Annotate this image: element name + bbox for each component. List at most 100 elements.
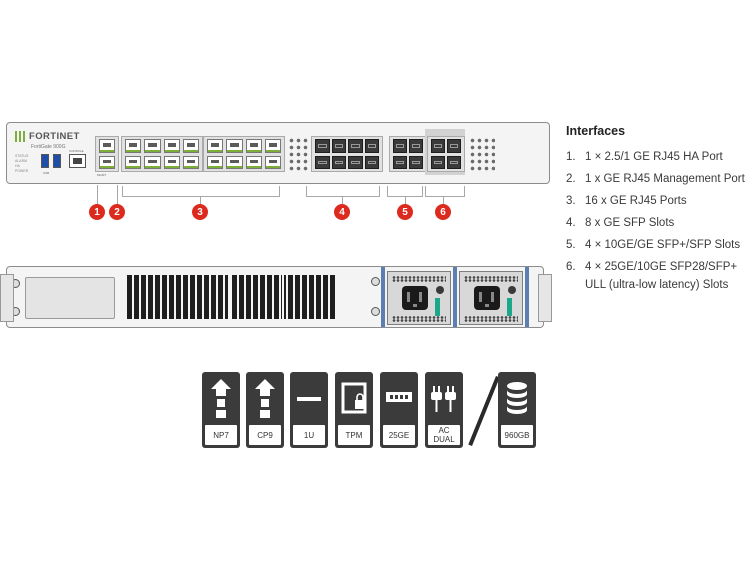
item-number: 4. (566, 217, 576, 229)
interfaces-title: Interfaces (566, 124, 626, 138)
psu-vent (464, 316, 518, 322)
power-supply-1 (387, 271, 451, 325)
callout-bracket (425, 186, 465, 197)
spec-label: 960GB (501, 425, 533, 445)
callout-1: 1 (89, 204, 105, 220)
status-leds: STATUS ALARM HA POWER (15, 154, 28, 174)
sfp-slot (315, 139, 330, 153)
spec-label: CP9 (249, 425, 281, 445)
spec-label: 25GE (383, 425, 415, 445)
spec-label: TPM (338, 425, 370, 445)
mgmt-port (99, 155, 115, 169)
item-number: 3. (566, 195, 576, 207)
interface-item: 5.4 × 10GE/GE SFP+/SFP Slots (566, 236, 751, 254)
25ge-sfp28-slots (427, 136, 465, 172)
led-label: HA (15, 164, 20, 168)
psu-frame (381, 267, 385, 327)
spec-25ge: 25GE (380, 372, 418, 448)
spec-cp9: CP9 (246, 372, 284, 448)
ha-mgmt-ports (95, 136, 119, 172)
cp-chip-icon (255, 379, 275, 418)
spec-960gb: 960GB (498, 372, 536, 448)
rj45-port (163, 139, 180, 153)
ac-inlet-icon (402, 286, 428, 310)
ac-inlet-icon (474, 286, 500, 310)
mgmt-label: MGMT (97, 173, 107, 177)
usb-label: USB (43, 171, 50, 175)
grill-divider (282, 275, 284, 319)
console-label: CONSOLE (69, 149, 84, 153)
grill-divider (228, 275, 230, 319)
sfp28-slot (447, 155, 461, 169)
rj45-port (226, 155, 243, 169)
sfp28-slot (431, 155, 445, 169)
rj45-port (182, 155, 199, 169)
callout-2: 2 (109, 204, 125, 220)
rj45-port (264, 155, 281, 169)
interface-item: 3.16 x GE RJ45 Ports (566, 192, 751, 210)
callout-5: 5 (397, 204, 413, 220)
interfaces-list: Interfaces 1.1 × 2.5/1 GE RJ45 HA Port 2… (566, 124, 751, 298)
sfp-plus-slot (393, 155, 407, 169)
callout-leader (117, 185, 118, 204)
interface-item: 4. 8 x GE SFP Slots (566, 214, 751, 232)
rack-ear (0, 274, 14, 322)
sfp-plus-slot (409, 139, 423, 153)
rj45-port (125, 155, 142, 169)
callout-leader (97, 185, 98, 204)
front-panel: FORTINET FortiGate 900G STATUS ALARM HA … (6, 122, 550, 184)
np-chip-icon (211, 379, 231, 418)
storage-disk-icon (507, 382, 527, 414)
rj45-port (125, 139, 142, 153)
callout-4: 4 (334, 204, 350, 220)
interface-item: 1.1 × 2.5/1 GE RJ45 HA Port (566, 148, 751, 166)
rj45-port (144, 139, 161, 153)
item-number: 6. (566, 261, 576, 273)
transceiver-icon (386, 392, 412, 402)
sfp-slot (348, 139, 363, 153)
sfp-slot (348, 155, 363, 169)
callout-bracket (122, 186, 280, 197)
rack-ear (538, 274, 552, 322)
brand-name: FORTINET (29, 131, 80, 142)
item-text: 1 × 2.5/1 GE RJ45 HA Port (585, 151, 723, 163)
fortinet-logo: FORTINET (15, 131, 80, 142)
item-text: 8 x GE SFP Slots (585, 217, 675, 229)
10ge-sfp-plus-slots (389, 136, 427, 172)
psu-vent (392, 316, 446, 322)
psu-frame (453, 267, 457, 327)
item-text: 1 x GE RJ45 Management Port (585, 173, 745, 185)
rear-panel (6, 266, 544, 328)
front-vents (469, 137, 495, 171)
spec-label: 1U (293, 425, 325, 445)
sfp-slot (331, 139, 346, 153)
rj45-port (226, 139, 243, 153)
rj45-port (144, 155, 161, 169)
spec-label: NP7 (205, 425, 237, 445)
callout-leader (200, 196, 201, 204)
callout-bracket (306, 186, 380, 197)
blank-plate (25, 277, 115, 319)
rack-unit-icon (297, 397, 321, 401)
rj45-port (163, 155, 180, 169)
psu-vent (464, 276, 518, 282)
psu-led (508, 286, 516, 294)
rj45-port (207, 139, 224, 153)
spec-tpm: TPM (335, 372, 373, 448)
psu-led (436, 286, 444, 294)
item-number: 2. (566, 173, 576, 185)
sfp-plus-slot (409, 155, 423, 169)
ac-plug-icon (431, 386, 456, 412)
spec-np7: NP7 (202, 372, 240, 448)
spec-1u: 1U (290, 372, 328, 448)
callout-leader (443, 196, 444, 204)
sfp-slot (364, 155, 379, 169)
psu-frame (525, 267, 529, 327)
callout-3: 3 (192, 204, 208, 220)
tpm-lock-icon (341, 382, 367, 414)
rj45-port (264, 139, 281, 153)
sfp28-slot (431, 139, 445, 153)
led-label: POWER (15, 169, 29, 173)
interface-item: 2. 1 x GE RJ45 Management Port (566, 170, 751, 188)
